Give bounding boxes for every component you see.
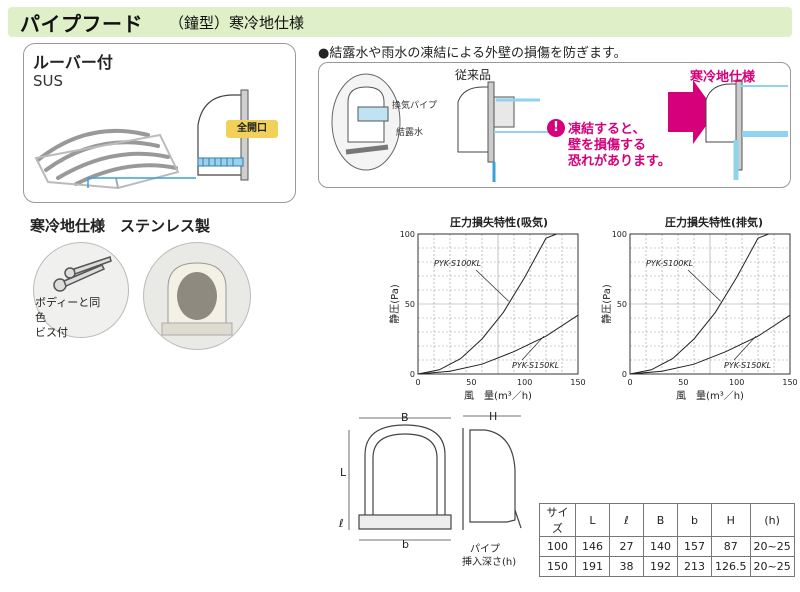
cold-spec-label: 寒冷地仕様 [690, 70, 756, 85]
warning-line-2: 壁を損傷する [568, 138, 647, 153]
series-label: PYK-S100KL [646, 259, 693, 268]
warning-line-3: 恐れがあります。 [568, 154, 671, 169]
series-leader [475, 269, 509, 302]
x-axis-label: 風 量(m³／h) [676, 390, 744, 402]
pipe-depth-label-1: パイプ [470, 544, 500, 555]
exhaust-pipe-label: 換気パイプ [392, 101, 438, 111]
x-axis-label: 風 量(m³／h) [464, 390, 532, 402]
y-tick-label: 0 [622, 370, 627, 379]
comparison-illustration [331, 73, 788, 182]
x-tick-label: 150 [782, 378, 797, 387]
louver-title: ルーバー付 [33, 53, 113, 72]
table-header-row: サイズ L ℓ B b H (h) [539, 503, 795, 537]
x-tick-label: 50 [466, 378, 476, 387]
y-tick-label: 50 [405, 300, 415, 309]
warning-line-1: 凍結すると、 [568, 122, 646, 137]
louver-material: SUS [33, 72, 64, 90]
y-tick-label: 50 [617, 300, 627, 309]
title-bar: パイプフード （鐘型）寒冷地仕様 [8, 7, 792, 37]
table-row: 100 146 27 140 157 87 20~25 [539, 536, 795, 557]
bullet-note: ●結露水や雨水の凍結による外壁の損傷を防ぎます。 [318, 46, 627, 61]
screw-icon [53, 256, 112, 292]
x-tick-label: 0 [415, 378, 420, 387]
x-tick-label: 0 [627, 378, 632, 387]
dim-L-label: L [340, 466, 347, 479]
warning-icon: ! [547, 119, 565, 137]
x-tick-label: 100 [729, 378, 744, 387]
series-leader [687, 269, 721, 302]
y-tick-label: 100 [400, 230, 415, 239]
dimension-drawing [348, 415, 522, 541]
chart-exhaust-title: 圧力損失特性(排気) [665, 216, 764, 229]
dim-H-label: H [489, 410, 498, 423]
series-line [629, 233, 769, 375]
product-section-title: 寒冷地仕様 ステンレス製 [30, 217, 211, 235]
y-axis-label: 静圧(Pa) [600, 284, 613, 324]
dim-l-label: ℓ [339, 517, 344, 530]
product-hood-icon [161, 262, 233, 336]
plot-frame [629, 233, 791, 375]
page-title: パイプフード [20, 12, 143, 36]
conventional-label: 従来品 [455, 68, 492, 82]
series-line [629, 314, 791, 375]
screw-photo [33, 242, 129, 338]
x-tick-label: 50 [678, 378, 688, 387]
condensation-label: 結露水 [396, 128, 424, 138]
series-label: PYK-S150KL [512, 361, 559, 370]
series-label: PYK-S150KL [724, 361, 771, 370]
x-tick-label: 150 [570, 378, 585, 387]
y-tick-label: 100 [612, 230, 627, 239]
series-line [417, 233, 557, 375]
pipe-depth-label-2: 挿入深さ(h) [462, 557, 517, 568]
series-line [417, 314, 579, 375]
spec-table: サイズ L ℓ B b H (h) 100 146 27 140 157 87 … [539, 503, 795, 577]
series-leader [733, 335, 757, 361]
series-label: PYK-S100KL [434, 259, 481, 268]
chart-exhaust: 0 50 100 150 0 50 100 風 量(m³／h) 静圧(Pa) PYK-S100KL… [600, 230, 798, 402]
x-tick-label: 100 [517, 378, 532, 387]
dim-B-label: B [401, 411, 409, 424]
screw-caption: ボディーと同色 ビス付 [35, 296, 101, 339]
chart-intake-title: 圧力損失特性(吸気) [450, 216, 549, 229]
plot-frame [417, 233, 579, 375]
table-row: 150 191 38 192 213 126.5 20~25 [539, 556, 795, 577]
full-open-badge: 全開口 [226, 120, 278, 138]
y-tick-label: 0 [410, 370, 415, 379]
y-axis-label: 静圧(Pa) [388, 284, 401, 324]
page-subtitle: （鐘型）寒冷地仕様 [169, 14, 305, 32]
dim-b-label: b [402, 538, 409, 551]
series-leader [521, 335, 545, 361]
chart-intake: 0 50 100 150 0 50 100 風 量(m³／h) 静圧(Pa) PYK-S100KL… [388, 230, 586, 402]
